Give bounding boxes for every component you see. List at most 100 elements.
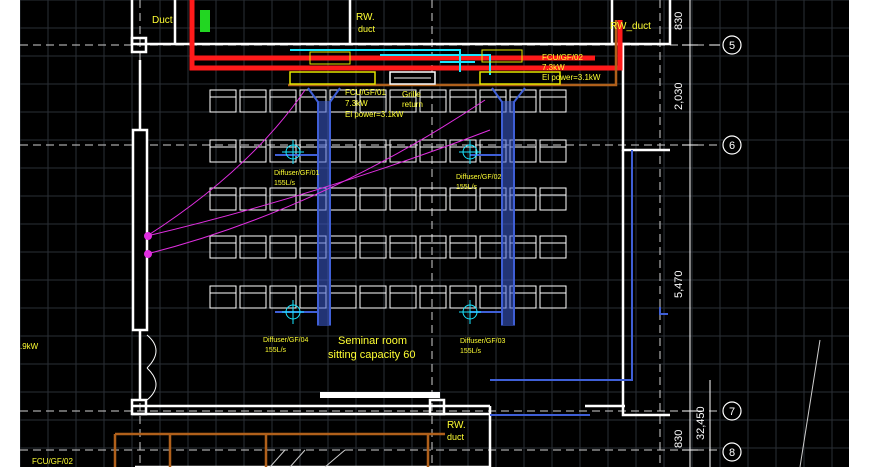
diffuser-04-name: Diffuser/GF/04 (263, 337, 308, 344)
grid-markers (722, 35, 742, 462)
seat (209, 187, 237, 211)
diffuser-01-name: Diffuser/GF/01 (274, 170, 319, 177)
seat (269, 89, 297, 113)
seat (239, 285, 267, 309)
diffuser-symbol-01[interactable] (282, 140, 304, 164)
seat (449, 285, 477, 309)
seat (539, 139, 567, 163)
fcu01-power: El power=3.1kW (345, 110, 404, 119)
grille-label-2: return (402, 100, 423, 109)
rw-duct-label-3a: RW. (447, 420, 466, 431)
dimension-chain (682, 0, 720, 467)
seat (359, 235, 387, 259)
seat (329, 139, 357, 163)
seat (209, 89, 237, 113)
fcu-unit-02[interactable] (479, 49, 561, 85)
seat (269, 187, 297, 211)
seat (329, 187, 357, 211)
seat (269, 285, 297, 309)
dim-830-bottom: 830 (673, 430, 685, 448)
return-grille[interactable] (389, 71, 436, 85)
seat (539, 187, 567, 211)
walls (130, 0, 672, 467)
seat (389, 285, 417, 309)
partial-fcu-label: FCU/GF/02 (32, 457, 73, 466)
room-capacity: sitting capacity 60 (328, 349, 415, 361)
fcu02-capacity: 7.3kW (542, 63, 565, 72)
thermostat-icon[interactable] (144, 232, 152, 240)
diffuser-01-flow: 155L/s (274, 180, 296, 187)
riser-marker (200, 10, 210, 32)
diffuser-02-name: Diffuser/GF/02 (456, 174, 501, 181)
fcu02-name: FCU/GF/02 (542, 53, 583, 62)
diffuser-03-flow: 155L/s (460, 348, 482, 355)
seat (449, 89, 477, 113)
sensor-icon[interactable] (144, 250, 152, 258)
seat (269, 235, 297, 259)
dim-32450: 32,450 (695, 406, 707, 440)
seat (329, 235, 357, 259)
cyan-pipes (290, 49, 491, 75)
seat (359, 187, 387, 211)
seat (239, 235, 267, 259)
rw-duct-label-2: RW_duct (610, 21, 651, 32)
rw-duct-label-1a: RW. (356, 12, 375, 23)
rw-duct-label-1b: duct (358, 24, 376, 34)
sketch-lines (269, 339, 821, 467)
cad-drawing-viewport[interactable]: Duct RW. duct RW_duct RW. duct FCU/GF/01… (20, 0, 849, 467)
seat (239, 89, 267, 113)
seat (239, 187, 267, 211)
seat (209, 235, 237, 259)
grille-label-1: Grille (402, 90, 421, 99)
diffuser-03-name: Diffuser/GF/03 (460, 338, 505, 345)
stage-platform (320, 392, 440, 398)
floor-plan-canvas[interactable]: Duct RW. duct RW_duct RW. duct FCU/GF/01… (20, 0, 849, 467)
seat (359, 139, 387, 163)
seat (419, 139, 447, 163)
seat (269, 139, 297, 163)
seat (389, 187, 417, 211)
seat (539, 235, 567, 259)
diffuser-symbol-04[interactable] (282, 300, 304, 324)
seat (209, 139, 237, 163)
diffuser-04-flow: 155L/s (265, 347, 287, 354)
diffuser-symbol-02[interactable] (459, 140, 481, 164)
seat (389, 89, 417, 113)
seat (239, 139, 267, 163)
diffuser-symbol-03[interactable] (459, 300, 481, 324)
dim-2030: 2,030 (673, 82, 685, 110)
fcu-unit-01[interactable] (289, 51, 376, 85)
seat (449, 187, 477, 211)
rw-duct-label-3b: duct (447, 432, 465, 442)
brown-pipes (113, 20, 618, 467)
seat (359, 89, 387, 113)
seat (539, 89, 567, 113)
dim-830-top: 830 (673, 12, 685, 30)
fcu01-capacity: 7.3kW (345, 99, 368, 108)
seat (419, 89, 447, 113)
control-wiring (146, 89, 491, 255)
seat (419, 285, 447, 309)
seat (209, 285, 237, 309)
seat (449, 235, 477, 259)
grid-marker-6: 6 (729, 140, 735, 152)
grid-marker-5: 5 (729, 40, 735, 52)
seat (389, 235, 417, 259)
diffuser-02-flow: 155L/s (456, 184, 478, 191)
red-supply-duct (189, 0, 623, 71)
partial-power-label: .9kW (20, 342, 39, 351)
seat (359, 285, 387, 309)
room-name: Seminar room (338, 335, 407, 347)
fcu02-power: El power=3.1kW (542, 73, 601, 82)
seat (539, 285, 567, 309)
seat (329, 285, 357, 309)
door-arcs (146, 334, 157, 401)
grid-marker-7: 7 (729, 406, 735, 418)
grid-marker-8: 8 (729, 447, 735, 459)
seat (419, 187, 447, 211)
fcu01-name: FCU/GF/01 (345, 88, 386, 97)
duct-label: Duct (152, 15, 173, 26)
blue-supply-ducts (275, 87, 668, 416)
dim-5470: 5,470 (673, 270, 685, 298)
seat (419, 235, 447, 259)
